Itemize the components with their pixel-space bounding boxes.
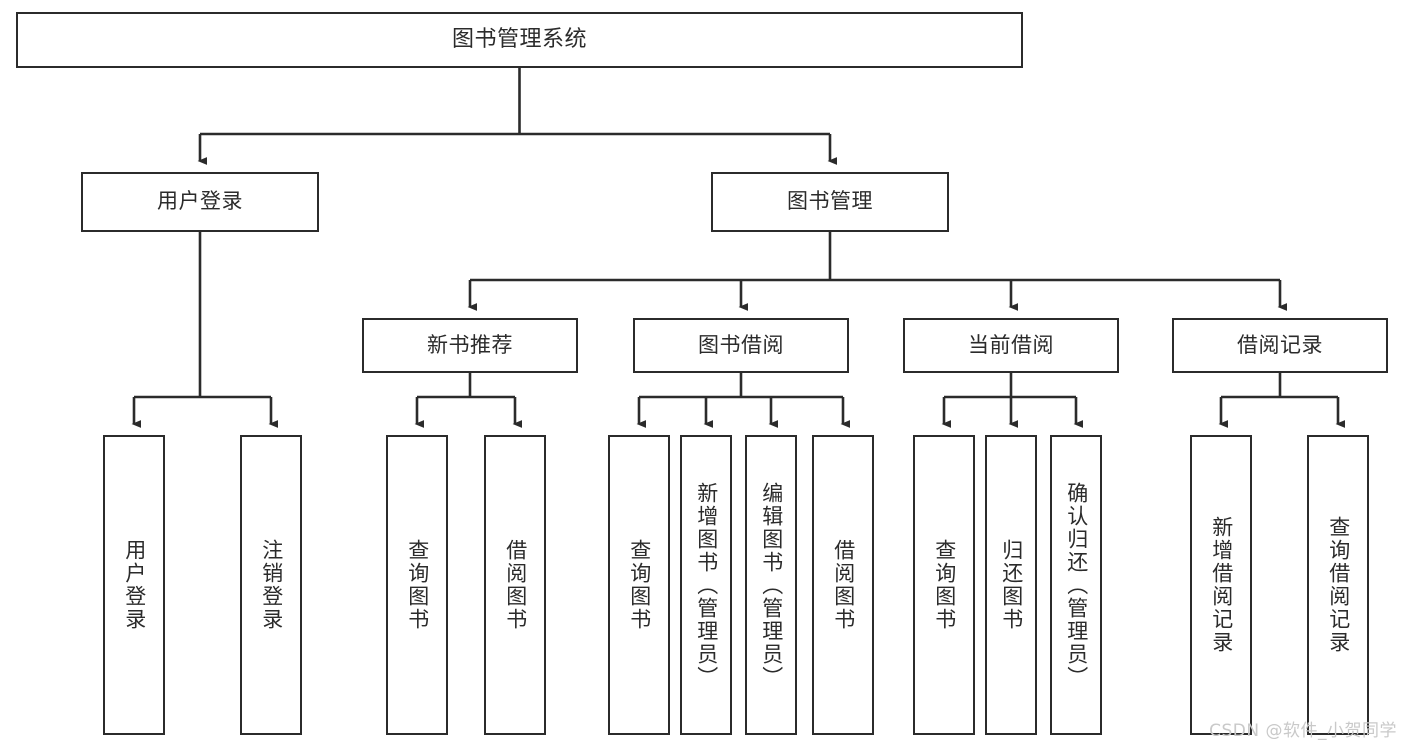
node-label: 新书推荐: [427, 332, 513, 357]
node-leaf-rec-borrow[interactable]: 借阅图书: [484, 435, 546, 735]
node-label: 查询图书: [932, 539, 957, 631]
node-leaf-rec-query[interactable]: 查询图书: [386, 435, 448, 735]
node-leaf-rec-add[interactable]: 新增借阅记录: [1190, 435, 1252, 735]
node-leaf-borrow-query[interactable]: 查询图书: [608, 435, 670, 735]
node-label: 图书管理: [787, 189, 873, 214]
node-label: 图书管理系统: [451, 26, 587, 52]
node-leaf-borrow-lend[interactable]: 借阅图书: [812, 435, 874, 735]
node-new-book-rec[interactable]: 新书推荐: [362, 318, 578, 373]
node-book-manage[interactable]: 图书管理: [711, 172, 949, 232]
node-book-borrow[interactable]: 图书借阅: [633, 318, 849, 373]
node-leaf-cur-return[interactable]: 归还图书: [985, 435, 1037, 735]
node-leaf-rec-search[interactable]: 查询借阅记录: [1307, 435, 1369, 735]
node-leaf-user-login[interactable]: 用户登录: [103, 435, 165, 735]
node-label: 编辑图书（管理员）: [759, 481, 784, 689]
node-label: 查询借阅记录: [1326, 516, 1351, 654]
node-label: 确认归还（管理员）: [1064, 481, 1089, 689]
node-label: 借阅图书: [503, 539, 528, 631]
node-root[interactable]: 图书管理系统: [16, 12, 1023, 68]
node-label: 注销登录: [259, 539, 284, 631]
node-label: 新增借阅记录: [1209, 516, 1234, 654]
node-label: 当前借阅: [968, 332, 1054, 357]
node-user-login[interactable]: 用户登录: [81, 172, 319, 232]
node-label: 用户登录: [122, 539, 147, 631]
node-leaf-cur-query[interactable]: 查询图书: [913, 435, 975, 735]
node-label: 借阅图书: [831, 539, 856, 631]
node-label: 查询图书: [627, 539, 652, 631]
node-label: 借阅记录: [1237, 332, 1323, 357]
node-leaf-borrow-edit[interactable]: 编辑图书（管理员）: [745, 435, 797, 735]
node-current-borrow[interactable]: 当前借阅: [903, 318, 1119, 373]
node-borrow-record[interactable]: 借阅记录: [1172, 318, 1388, 373]
node-label: 查询图书: [405, 539, 430, 631]
node-label: 归还图书: [999, 539, 1024, 631]
node-label: 图书借阅: [698, 332, 784, 357]
node-leaf-cur-confirm[interactable]: 确认归还（管理员）: [1050, 435, 1102, 735]
node-leaf-user-logout[interactable]: 注销登录: [240, 435, 302, 735]
node-label: 新增图书（管理员）: [694, 481, 719, 689]
node-label: 用户登录: [157, 189, 243, 214]
node-leaf-borrow-add[interactable]: 新增图书（管理员）: [680, 435, 732, 735]
